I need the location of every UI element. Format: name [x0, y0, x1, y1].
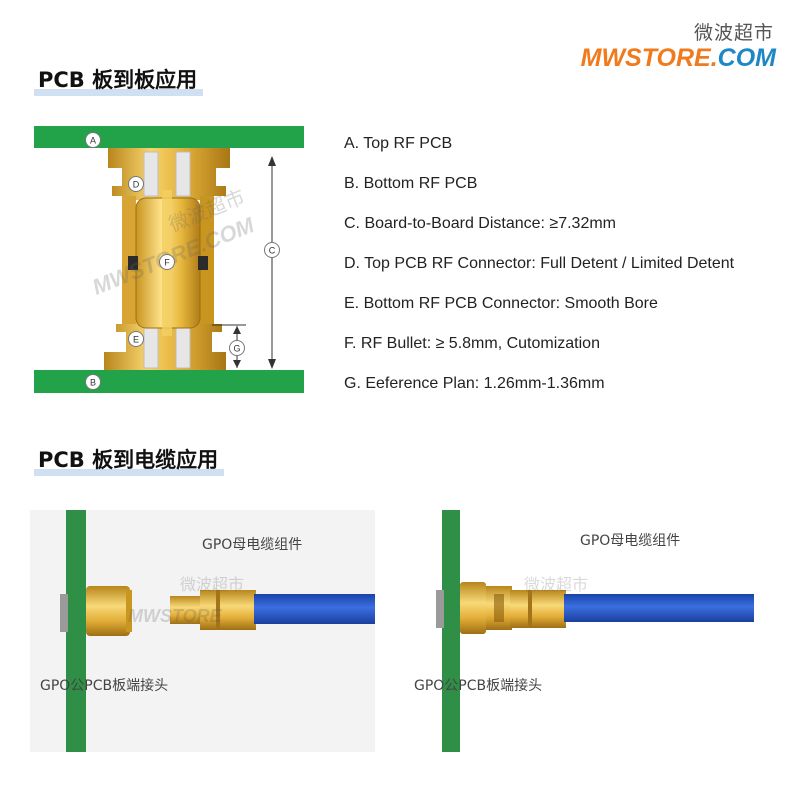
marker-a-label: A: [90, 136, 96, 146]
female-cable-connector-body: [510, 590, 566, 628]
marker-g: G: [229, 340, 245, 356]
legend-item-e: E. Bottom RF PCB Connector: Smooth Bore: [344, 295, 658, 312]
cable-assembly-label: GPO母电缆组件: [202, 537, 303, 553]
marker-d: D: [128, 176, 144, 192]
cable-illustration-disconnected: 微波超市 MWSTORE: [60, 510, 375, 752]
marker-a: A: [85, 132, 101, 148]
marker-b: B: [85, 374, 101, 390]
section-title-board-to-cable: PCB 板到电缆应用: [34, 444, 225, 476]
legend-item-d: D. Top PCB RF Connector: Full Detent / L…: [344, 255, 735, 272]
cable-panel-mated: 微波超市 GPO母电缆组件 GPO公PCB板端接头: [404, 510, 776, 752]
arrow-g-bottom: [233, 360, 241, 368]
pcb-edge: [66, 510, 86, 752]
bottom-connector-housing: [104, 318, 226, 370]
pcb-edge: [442, 510, 460, 752]
pcb-connector-label: GPO公PCB板端接头: [414, 678, 543, 694]
section-title-text: PCB 板到板应用: [38, 68, 198, 92]
arrow-c-top: [268, 156, 276, 166]
cable-panel-watermark: 微波超市: [524, 575, 588, 594]
bottom-insulator-right: [175, 325, 191, 369]
arrow-c-bottom: [268, 359, 276, 369]
marker-f: F: [159, 254, 175, 270]
marker-c: C: [264, 242, 280, 258]
logo-wordmark: MWSTORE.COM: [581, 45, 776, 71]
top-insulator-left: [143, 151, 159, 197]
section-title-text: PCB 板到电缆应用: [38, 448, 219, 472]
legend-item-b: B. Bottom RF PCB: [344, 175, 478, 192]
cable: [564, 594, 754, 622]
diagram-legend: A. Top RF PCB B. Bottom RF PCB C. Board-…: [344, 132, 734, 412]
logo-com: COM: [717, 44, 776, 72]
top-insulator-right: [175, 151, 191, 197]
connector-ring: [528, 590, 532, 628]
connector-slot: [494, 594, 504, 622]
male-pcb-connector: [86, 586, 130, 636]
connector-face: [126, 590, 132, 632]
cable-illustration-mated: 微波超市: [436, 510, 754, 752]
top-pcb: [34, 126, 304, 148]
logo-mwstore: MWSTORE: [580, 44, 711, 72]
brand-logo: 微波超市 MWSTORE.COM: [581, 18, 776, 71]
section-title-board-to-board: PCB 板到板应用: [34, 64, 204, 96]
pcb-solder-pad: [436, 590, 444, 628]
cable-assembly-label: GPO母电缆组件: [580, 533, 681, 549]
detent-ring-left: [128, 256, 138, 270]
board-to-board-diagram: 微波超市 MWSTORE.COM A B C D E F G: [34, 126, 304, 393]
bottom-insulator-left: [143, 325, 159, 369]
legend-item-g: G. Eeference Plan: 1.26mm-1.36mm: [344, 375, 605, 392]
marker-d-label: D: [133, 180, 140, 190]
watermark-cn: 微波超市: [524, 575, 588, 594]
female-cable-connector-body: [200, 590, 256, 630]
legend-item-a: A. Top RF PCB: [344, 135, 453, 152]
bottom-pcb: [34, 370, 304, 393]
marker-f-label: F: [164, 258, 170, 268]
pcb-connector-label: GPO公PCB板端接头: [40, 678, 169, 694]
male-pcb-connector: [460, 582, 486, 634]
marker-b-label: B: [90, 378, 96, 388]
logo-chinese-name: 微波超市: [693, 22, 774, 44]
pcb-solder-pad: [60, 594, 68, 632]
legend-item-c: C. Board-to-Board Distance: ≥7.32mm: [344, 215, 616, 232]
marker-e: E: [128, 331, 144, 347]
watermark-en: MWSTORE: [128, 606, 223, 626]
legend-item-f: F. RF Bullet: ≥ 5.8mm, Cutomization: [344, 335, 600, 352]
female-cable-connector-tip: [170, 596, 202, 624]
logo-dot: .: [710, 44, 718, 72]
arrow-g-top: [233, 326, 241, 334]
connector-ring: [216, 590, 220, 630]
detent-ring-right: [198, 256, 208, 270]
cable: [254, 594, 375, 624]
cable-panel-watermark: 微波超市 MWSTORE: [128, 575, 244, 626]
marker-c-label: C: [269, 246, 276, 256]
marker-e-label: E: [133, 335, 139, 345]
watermark-cn: 微波超市: [180, 575, 244, 594]
cable-panel-disconnected: 微波超市 MWSTORE GPO母电缆组件 GPO公PCB板端接头: [30, 510, 375, 752]
marker-g-label: G: [233, 344, 240, 354]
